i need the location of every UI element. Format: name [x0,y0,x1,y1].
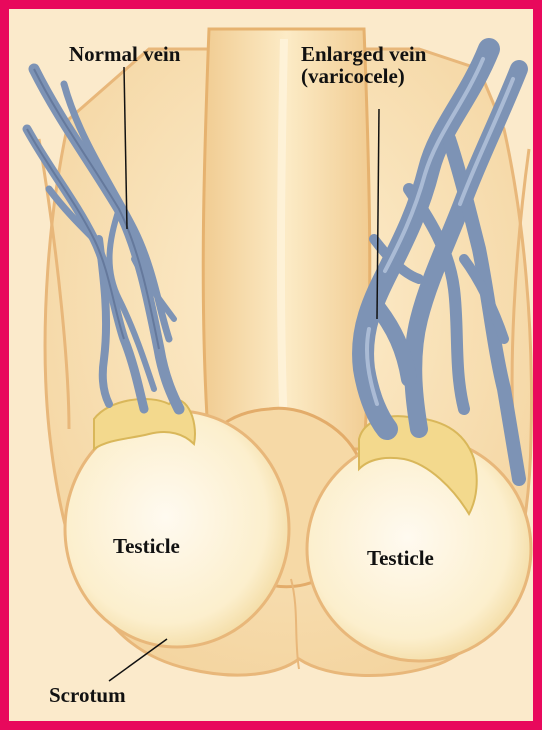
right-testicle-label: Testicle [367,547,434,569]
anatomy-illustration [9,9,542,739]
scrotum-label: Scrotum [49,684,126,706]
left-testicle-label: Testicle [113,535,180,557]
enlarged-vein-label-line1: Enlarged vein [301,43,426,65]
shaft-highlight [281,39,284,429]
enlarged-vein-label-line2: (varicocele) [301,65,426,87]
normal-vein-label: Normal vein [69,43,180,65]
enlarged-vein-label: Enlarged vein (varicocele) [301,43,426,87]
